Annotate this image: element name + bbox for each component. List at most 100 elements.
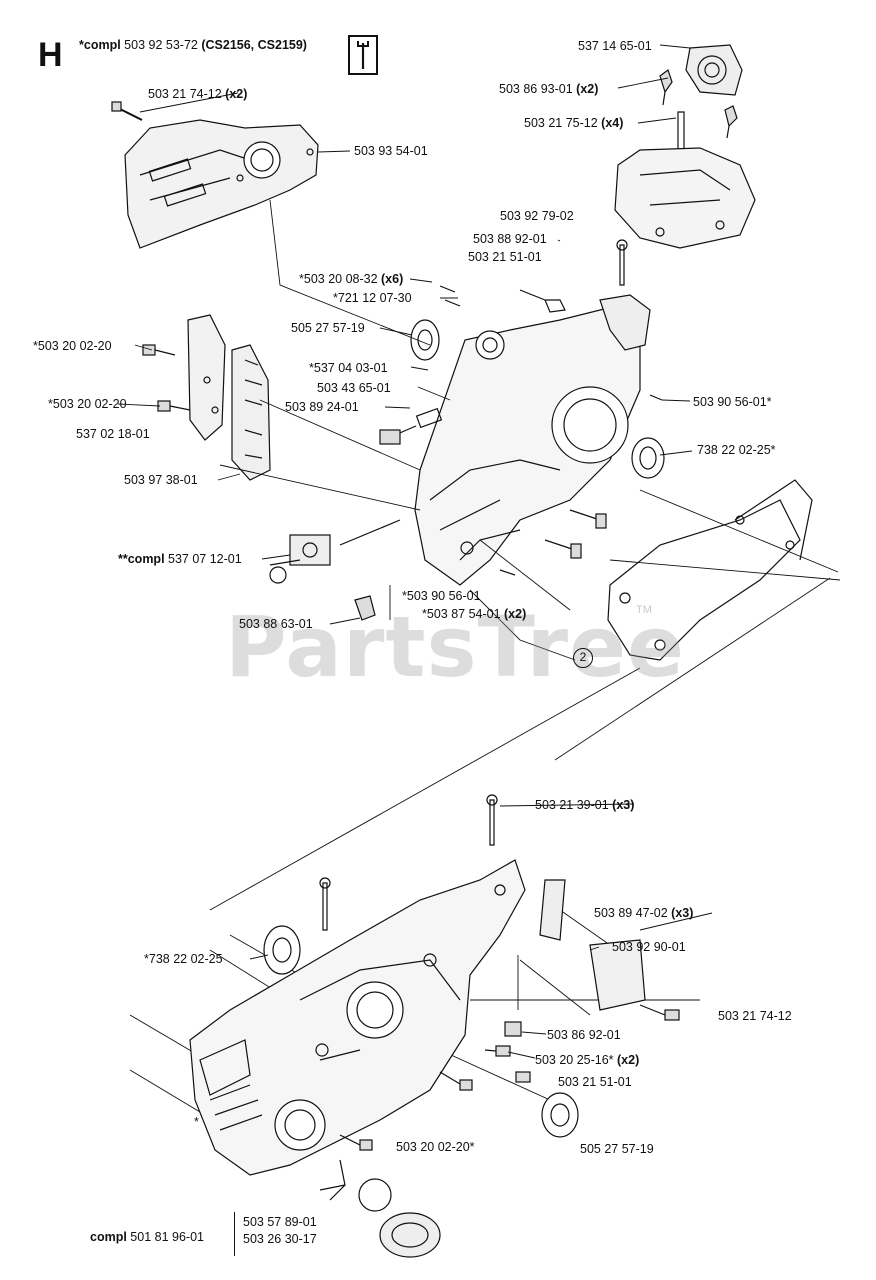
part-label: 503 43 65-01 xyxy=(317,382,391,395)
label-quantity: (x4) xyxy=(597,116,624,130)
part-label: 503 90 56-01* xyxy=(693,396,772,409)
leader-line xyxy=(617,77,669,89)
label-part-number: 503 21 51-01 xyxy=(468,250,542,264)
part-label: 537 14 65-01 xyxy=(578,40,652,53)
part-label: *503 90 56-01 xyxy=(402,590,481,603)
label-part-number: 738 22 02-25* xyxy=(697,443,776,457)
label-quantity: (x2) xyxy=(572,82,599,96)
label-part-number: 503 20 02-20* xyxy=(396,1140,475,1154)
leader-line xyxy=(139,92,239,113)
label-quantity: (x2) xyxy=(500,607,527,621)
part-label: 503 21 39-01 (x3) xyxy=(535,799,634,812)
label-part-number: 503 21 75-12 xyxy=(524,116,598,130)
crankcase-gasket xyxy=(607,479,813,661)
watermark-tm: TM xyxy=(636,604,652,616)
leader-line xyxy=(117,403,161,407)
label-part-number: 503 89 47-02 xyxy=(594,906,668,920)
part-label: 503 86 92-01 xyxy=(547,1029,621,1042)
header-part-number: 503 92 53-72 xyxy=(124,38,198,52)
label-part-number: 503 20 25-16* xyxy=(535,1053,614,1067)
leader-line xyxy=(589,946,600,951)
part-label: *738 22 02-25 xyxy=(144,953,223,966)
leader-line xyxy=(261,554,291,560)
crankcase-half-top xyxy=(379,239,665,586)
part-label: 503 21 74-12 xyxy=(718,1010,792,1023)
part-label: compl 501 81 96-01 xyxy=(90,1231,204,1244)
label-part-number: 503 97 38-01 xyxy=(124,473,198,487)
chain-catcher-and-bumper xyxy=(142,314,271,481)
part-label: 503 88 92-01 xyxy=(473,233,547,246)
part-label: 503 86 93-01 (x2) xyxy=(499,83,598,96)
label-part-number: * xyxy=(194,1115,199,1129)
leader-line xyxy=(384,406,411,409)
label-part-number: 503 57 89-01 xyxy=(243,1215,317,1229)
part-label: 503 20 25-16* (x2) xyxy=(535,1054,639,1067)
wrench-icon xyxy=(348,35,378,75)
label-part-number: 505 27 57-19 xyxy=(291,321,365,335)
part-label: 503 57 89-01 xyxy=(243,1216,317,1229)
part-label: *503 20 08-32 (x6) xyxy=(299,273,403,286)
label-part-number: *537 04 03-01 xyxy=(309,361,388,375)
leader-line xyxy=(329,617,361,625)
label-quantity: (x2) xyxy=(221,87,248,101)
label-part-number: 537 02 18-01 xyxy=(76,427,150,441)
label-part-number: 501 81 96-01 xyxy=(130,1230,204,1244)
leader-line xyxy=(249,954,269,960)
label-part-number: 505 27 57-19 xyxy=(580,1142,654,1156)
leader-line xyxy=(661,399,691,402)
part-label: **compl 537 07 12-01 xyxy=(118,553,242,566)
part-label: 537 02 18-01 xyxy=(76,428,150,441)
label-part-number: 503 21 74-12 xyxy=(148,87,222,101)
part-label: 503 89 47-02 (x3) xyxy=(594,907,693,920)
watermark: PartsTree xyxy=(225,598,686,696)
leader-line xyxy=(637,117,677,124)
label-part-number: 503 21 39-01 xyxy=(535,798,609,812)
header-models: (CS2156, CS2159) xyxy=(201,38,307,52)
part-label: 503 21 75-12 (x4) xyxy=(524,117,623,130)
part-label: 503 21 51-01 xyxy=(558,1076,632,1089)
label-part-number: 503 86 92-01 xyxy=(547,1028,621,1042)
part-label: *503 20 02-20 xyxy=(33,340,112,353)
part-label: *537 04 03-01 xyxy=(309,362,388,375)
label-quantity: (x3) xyxy=(608,798,635,812)
label-quantity: (x6) xyxy=(377,272,404,286)
label-prefix: **compl xyxy=(118,552,169,566)
stop-switch-assembly xyxy=(269,519,401,621)
callout-circle: 2 xyxy=(573,648,593,668)
label-part-number: *721 12 07-30 xyxy=(333,291,412,305)
part-label: *721 12 07-30 xyxy=(333,292,412,305)
part-label: *503 20 02-20 xyxy=(48,398,127,411)
leader-line xyxy=(317,150,351,153)
label-part-number: 503 26 30-17 xyxy=(243,1232,317,1246)
leader-line xyxy=(409,278,433,283)
leader-line xyxy=(499,803,635,807)
leader-line xyxy=(659,450,693,456)
part-label: 505 27 57-19 xyxy=(291,322,365,335)
part-label: *503 87 54-01 (x2) xyxy=(422,608,526,621)
leader-line xyxy=(134,344,153,351)
leader-line xyxy=(417,386,451,401)
label-part-number: 503 92 90-01 xyxy=(612,940,686,954)
assembly-header: *compl 503 92 53-72 (CS2156, CS2159) xyxy=(79,38,307,52)
part-label: 503 88 63-01 xyxy=(239,618,313,631)
label-part-number: 503 88 63-01 xyxy=(239,617,313,631)
part-label: 738 22 02-25* xyxy=(697,444,776,457)
label-part-number: 503 21 51-01 xyxy=(558,1075,632,1089)
section-letter: H xyxy=(38,36,63,74)
label-part-number: *503 20 08-32 xyxy=(299,272,378,286)
label-part-number: 537 07 12-01 xyxy=(168,552,242,566)
label-quantity: (x3) xyxy=(667,906,694,920)
leader-line xyxy=(507,1051,536,1059)
label-quantity: (x2) xyxy=(613,1053,640,1067)
chain-guard-cover xyxy=(111,101,319,249)
part-label: * xyxy=(194,1116,199,1129)
header-prefix: *compl xyxy=(79,38,121,52)
part-label: 503 89 24-01 xyxy=(285,401,359,414)
label-part-number: 503 86 93-01 xyxy=(499,82,573,96)
leader-line xyxy=(557,239,561,242)
cylinder-cover-assembly xyxy=(614,44,756,249)
part-label: 503 92 90-01 xyxy=(612,941,686,954)
part-label: 503 93 54-01 xyxy=(354,145,428,158)
label-part-number: 503 90 56-01* xyxy=(693,395,772,409)
